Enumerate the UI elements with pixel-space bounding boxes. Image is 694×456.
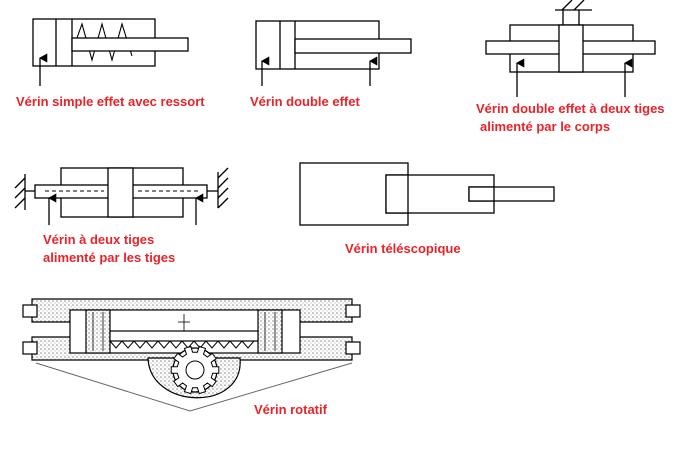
label-rotatif: Vérin rotatif	[254, 402, 327, 417]
double-acting-cylinder	[255, 20, 412, 86]
double-rod-body-fed-cylinder	[485, 0, 656, 97]
rotary-actuator	[22, 298, 361, 412]
label-telescopique: Vérin téléscopique	[345, 241, 461, 256]
label-deux-tiges-corps-line2: alimenté par le corps	[480, 119, 611, 134]
label-deux-tiges-tiges-line1: Vérin à deux tiges	[43, 232, 155, 247]
label-deux-tiges-corps-line1: Vérin double effet à deux tiges	[476, 101, 665, 116]
label-deux-tiges-tiges-line2: alimenté par les tiges	[43, 250, 176, 265]
telescopic-cylinder	[299, 162, 555, 226]
double-rod-rod-fed-cylinder	[14, 167, 229, 225]
label-simple-effet: Vérin simple effet avec ressort	[16, 94, 205, 109]
single-acting-spring-cylinder	[32, 18, 189, 86]
label-double-effet: Vérin double effet	[250, 94, 360, 109]
